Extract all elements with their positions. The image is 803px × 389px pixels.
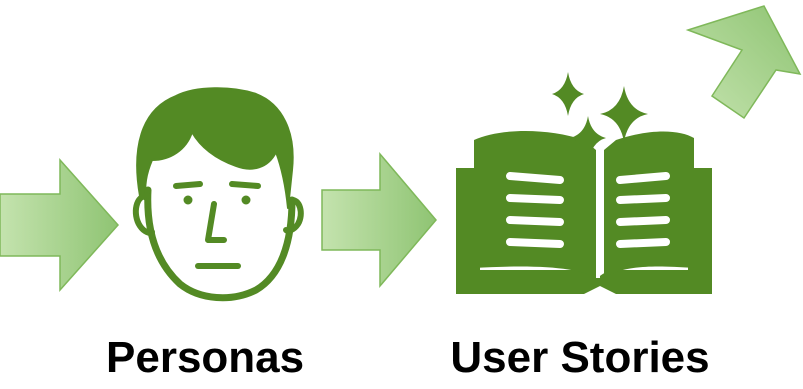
open-book-sparkle-icon — [456, 72, 712, 294]
sparkle-icon — [600, 86, 648, 142]
face-icon — [132, 87, 304, 302]
user-stories-label: User Stories — [450, 333, 710, 382]
sparkle-icon — [552, 72, 584, 116]
sparkle-icon — [570, 116, 606, 164]
flow-arrow-middle — [321, 151, 437, 289]
flow-arrow-diagonal — [685, 5, 802, 120]
flow-arrow-left — [0, 158, 120, 292]
personas-label: Personas — [106, 333, 305, 382]
